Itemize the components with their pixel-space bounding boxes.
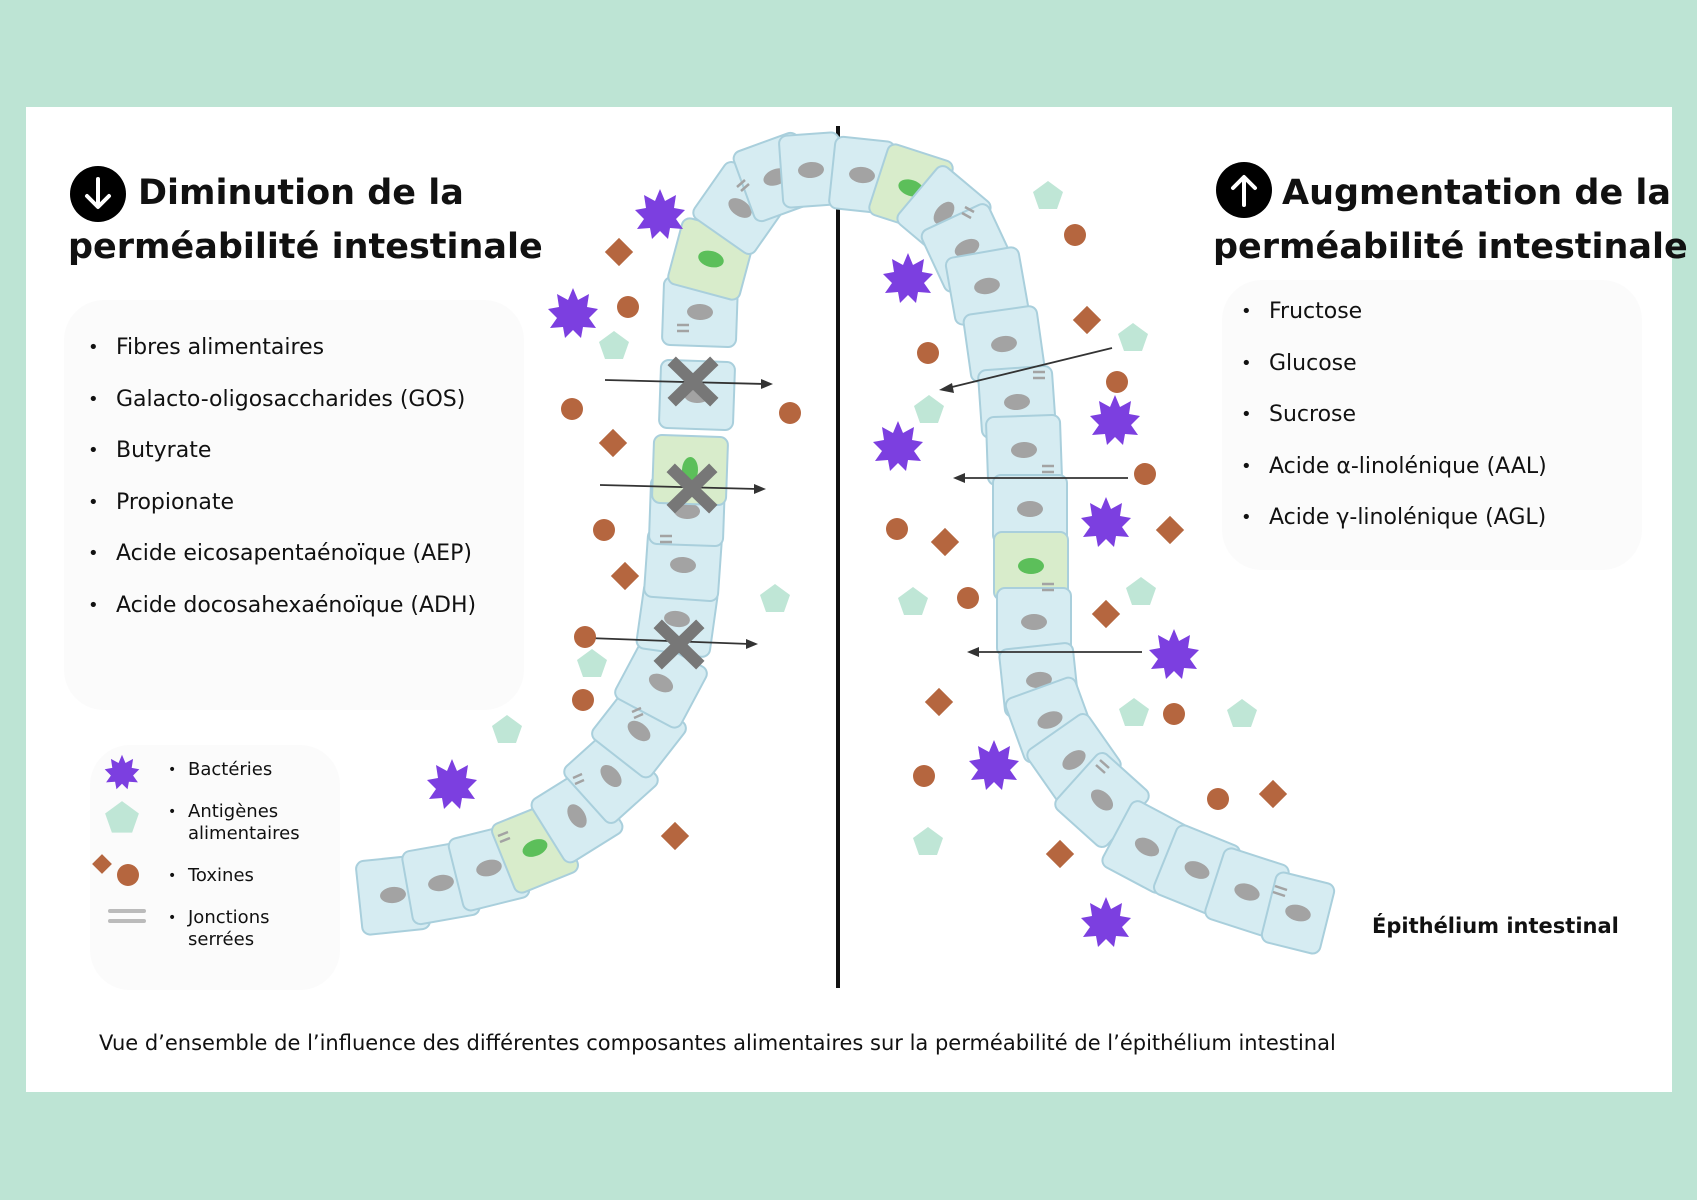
tight-junction-marks <box>497 179 1288 898</box>
list-item: Butyrate <box>86 436 476 488</box>
epithelium-label: Épithélium intestinal <box>1372 914 1619 938</box>
list-item: Glucose <box>1239 349 1547 401</box>
list-item: Acide docosahexaénoïque (ADH) <box>86 591 476 643</box>
right-passing-arrows <box>939 347 1142 657</box>
list-item: Acide α-linolénique (AAL) <box>1239 452 1547 504</box>
legend-toxin-diamond-icon <box>92 854 112 874</box>
list-item: Galacto-oligosaccharides (GOS) <box>86 385 476 437</box>
arrow-up-circle-icon <box>1216 162 1272 218</box>
left-title-line1: Diminution de la <box>138 173 464 213</box>
list-item: Propionate <box>86 488 476 540</box>
toxin-diamonds <box>598 237 1288 869</box>
legend-antigen-icon <box>105 801 139 833</box>
legend-symbols <box>92 754 146 923</box>
left-list: Fibres alimentaires Galacto-oligosacchar… <box>86 333 476 642</box>
figure-caption: Vue d’ensemble de l’influence des différ… <box>99 1031 1336 1055</box>
right-title-line2: perméabilité intestinale <box>1213 227 1688 267</box>
list-item: Sucrose <box>1239 400 1547 452</box>
right-title-line1: Augmentation de la <box>1282 173 1671 213</box>
list-item: Acide eicosapentaénoïque (AEP) <box>86 539 476 591</box>
list-item: Fructose <box>1239 297 1547 349</box>
toxin-circles <box>561 224 1229 810</box>
right-epithelium <box>828 135 1336 955</box>
blocked-x-marks <box>653 356 719 670</box>
arrow-down-circle-icon <box>70 166 126 222</box>
right-list: Fructose Glucose Sucrose Acide α-linolén… <box>1239 297 1547 555</box>
list-item: Fibres alimentaires <box>86 333 476 385</box>
legend-toxin-circle-icon <box>117 864 139 886</box>
left-title-line2: perméabilité intestinale <box>68 227 543 267</box>
legend-bacteria-icon <box>104 754 140 790</box>
left-epithelium <box>355 131 844 936</box>
list-item: Acide γ-linolénique (AGL) <box>1239 503 1547 555</box>
